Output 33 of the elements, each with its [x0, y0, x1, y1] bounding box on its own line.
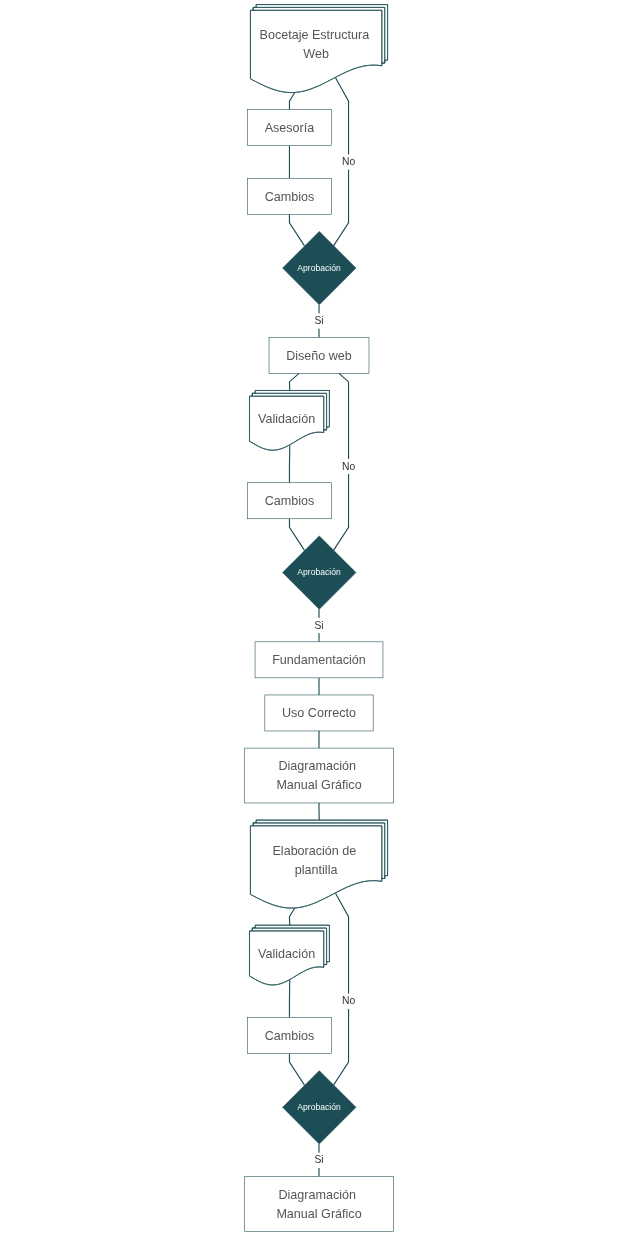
edge-label: Si: [314, 315, 324, 327]
node-box: Diagramación Manual Gráfico: [244, 747, 394, 804]
edge-label: No: [341, 460, 356, 472]
node-box: Asesoría: [247, 109, 332, 146]
connector: [318, 677, 320, 696]
connector: [288, 92, 296, 111]
connector: [288, 1052, 306, 1086]
connector: [288, 979, 291, 1019]
node-box: Diseño web: [268, 337, 370, 374]
edge-label: No: [341, 995, 356, 1007]
node-diamond: Aprobación: [282, 535, 357, 610]
edge-label: Si: [314, 1154, 324, 1166]
connector: [318, 802, 320, 821]
node-diamond: Aprobación: [282, 1070, 357, 1145]
connector: [318, 730, 320, 749]
node-box: Uso Correcto: [264, 694, 374, 732]
node-box: Fundamentación: [254, 641, 384, 679]
node-box: Cambios: [247, 1017, 332, 1054]
connector: [288, 518, 306, 551]
connector: [288, 444, 291, 484]
connector: [332, 892, 350, 1086]
connector: [332, 372, 350, 551]
node-box: Diagramación Manual Gráfico: [244, 1176, 394, 1232]
node-box: Cambios: [247, 178, 332, 215]
connector: [288, 372, 300, 392]
node-diamond: Aprobación: [282, 231, 357, 306]
connector: [288, 213, 306, 247]
connector: [332, 77, 350, 247]
edge-label: No: [341, 155, 356, 168]
node-box: Cambios: [247, 482, 332, 520]
connector: [288, 907, 296, 927]
connector: [288, 145, 290, 179]
edge-label: Si: [314, 619, 324, 631]
